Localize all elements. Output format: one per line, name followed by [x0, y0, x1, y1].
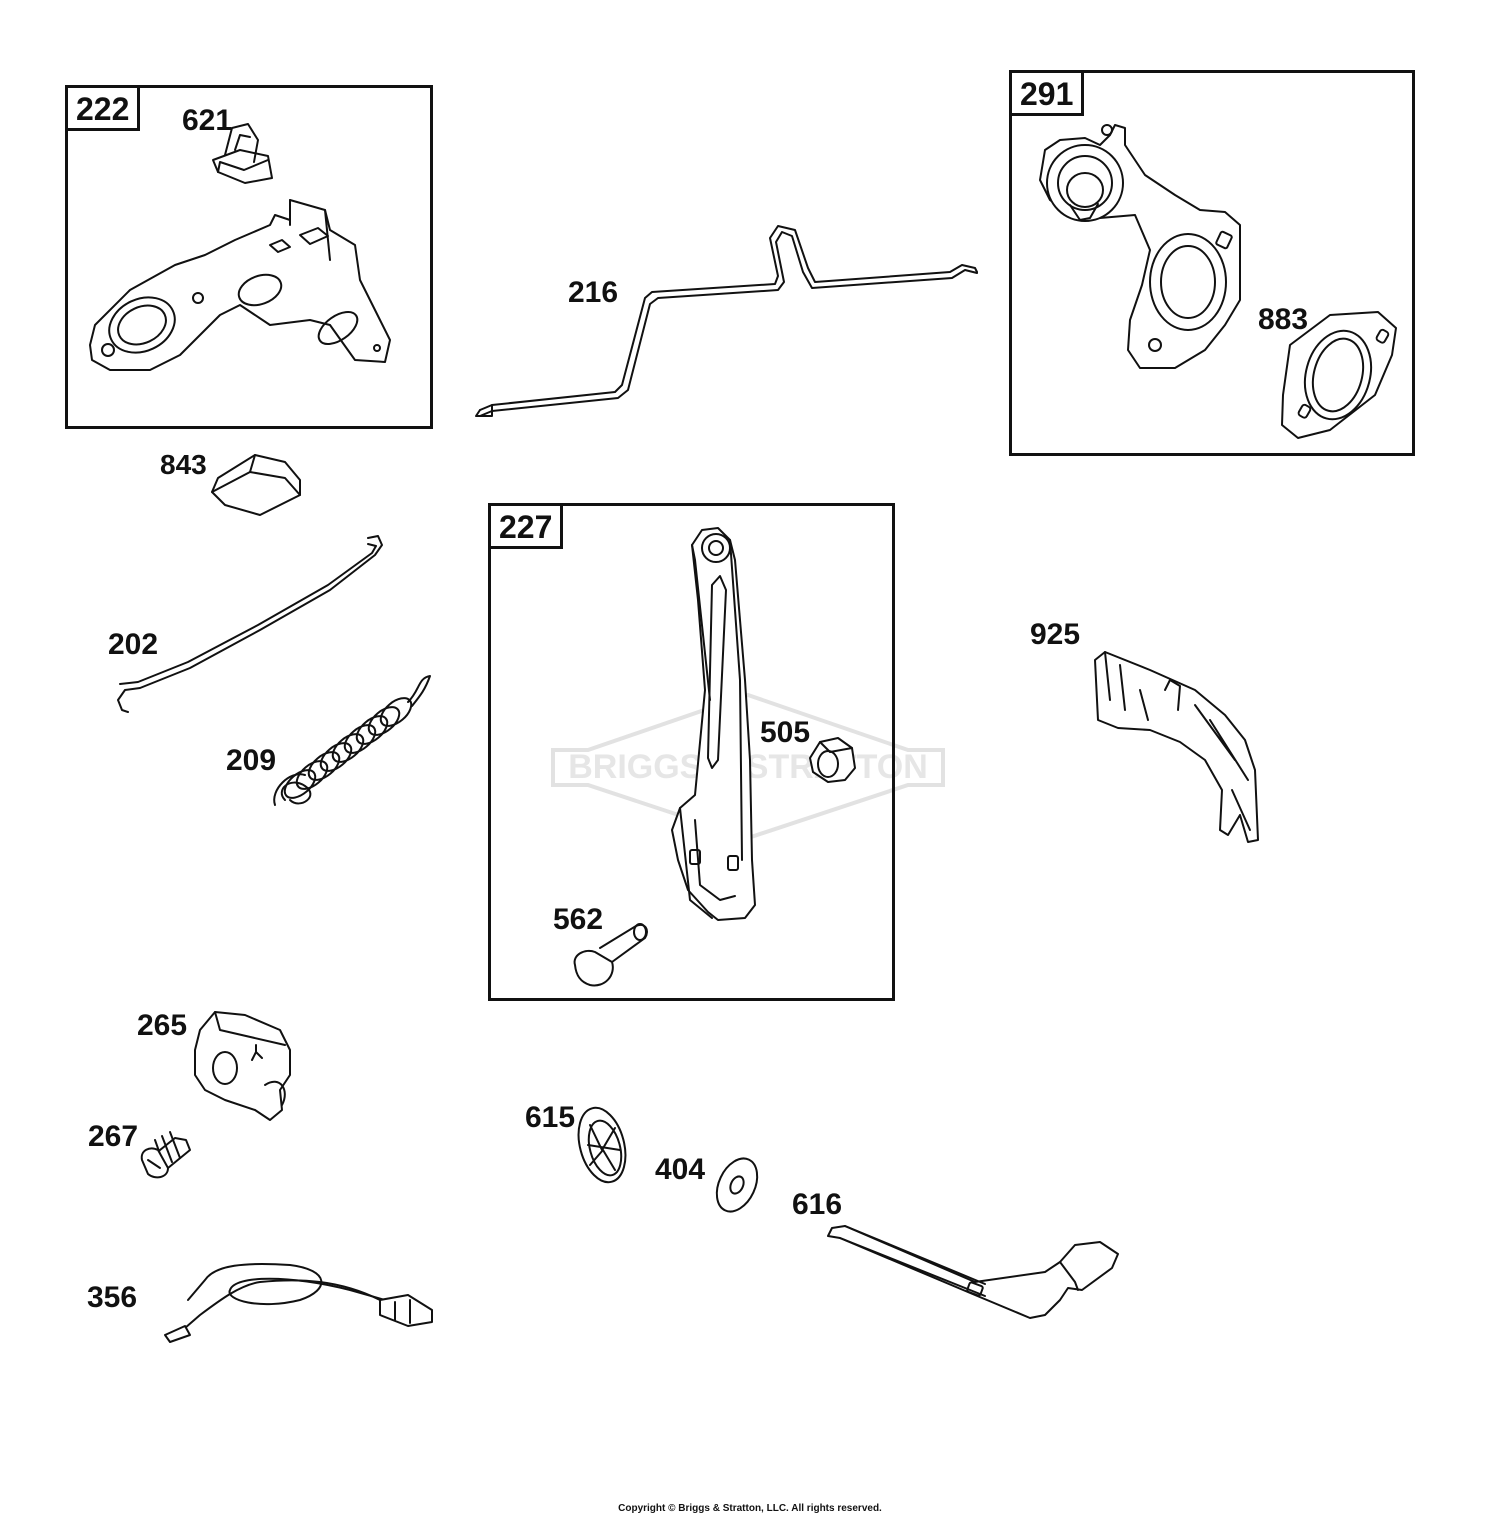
callout-615: 615 — [525, 1101, 576, 1134]
box-label-291: 291 — [1012, 73, 1085, 116]
callout-202: 202 — [108, 628, 159, 661]
part-265-bracket — [194, 1011, 291, 1121]
part-209-spring — [273, 675, 431, 806]
part-404-washer — [715, 1157, 759, 1213]
callout-621: 621 — [182, 104, 233, 137]
part-925-shield — [1094, 651, 1259, 843]
callout-616: 616 — [792, 1188, 843, 1221]
part-227-governor-lever — [671, 527, 756, 921]
part-616-throttle-shaft — [827, 1225, 1119, 1319]
callout-505: 505 — [760, 716, 811, 749]
part-216-governor-rod — [475, 225, 978, 417]
part-621-clip — [212, 123, 273, 184]
callout-209: 209 — [226, 744, 277, 777]
callout-562: 562 — [553, 903, 604, 936]
callout-843: 843 — [160, 449, 207, 480]
part-356-wire-harness — [164, 1262, 433, 1343]
part-202-link — [117, 535, 383, 713]
part-883-gasket — [1281, 311, 1397, 439]
copyright-notice: Copyright © Briggs & Stratton, LLC. All … — [618, 1503, 882, 1514]
callout-356: 356 — [87, 1281, 138, 1314]
assembly-box-227: 227 — [488, 503, 895, 1001]
box-label-227: 227 — [491, 506, 564, 549]
part-615-bushing — [577, 1106, 627, 1184]
part-267-screw — [140, 1131, 191, 1179]
part-291-housing — [1039, 124, 1241, 369]
callout-925: 925 — [1030, 618, 1081, 651]
callout-883: 883 — [1258, 303, 1309, 336]
part-843-sleeve — [211, 454, 301, 516]
callout-265: 265 — [137, 1009, 188, 1042]
part-562-pin — [573, 923, 648, 987]
assembly-box-291: 291 — [1009, 70, 1415, 456]
callout-267: 267 — [88, 1120, 139, 1153]
assembly-box-222: 222 — [65, 85, 433, 429]
callout-216: 216 — [568, 276, 619, 309]
part-505-nut — [809, 737, 856, 783]
callout-404: 404 — [655, 1153, 706, 1186]
part-222-control-bracket — [89, 199, 391, 371]
box-label-222: 222 — [68, 88, 141, 131]
